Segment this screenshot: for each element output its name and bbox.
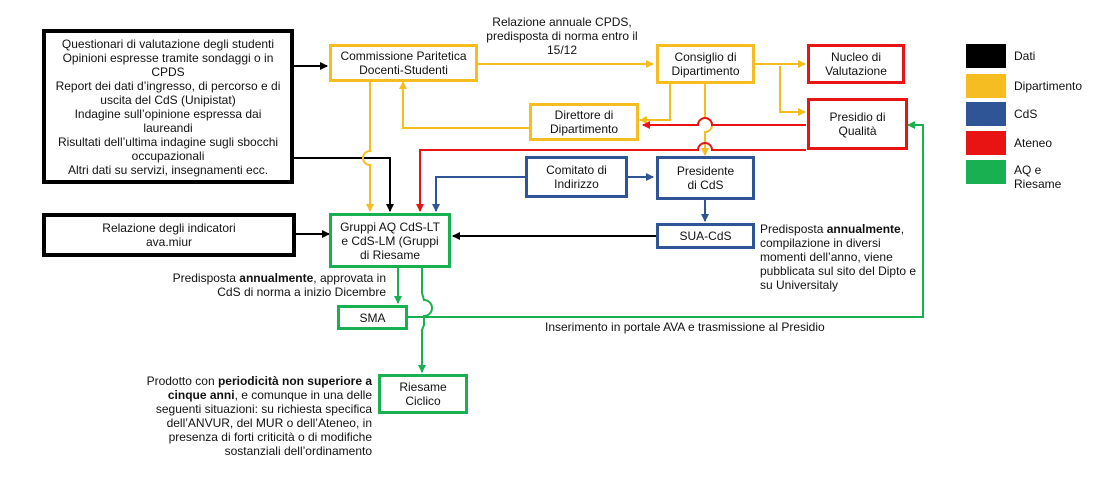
portale-note: Inserimento in portale AVA e trasmission…	[545, 320, 825, 334]
sources-box: Questionari di valutazione degli student…	[42, 29, 294, 184]
legend-swatch-dipartimento	[966, 74, 1006, 98]
legend-label-dati: Dati	[1014, 49, 1036, 63]
source-item: Risultati dell’ultima indagine sugli sbo…	[57, 134, 279, 163]
sua-box: SUA-CdS	[656, 223, 755, 249]
sua-note: Predisposta annualmente, compilazione in…	[760, 222, 917, 292]
sma-box: SMA	[337, 305, 408, 330]
arrow-direttore-to-cpds	[399, 81, 529, 129]
arrow-consiglio-to-presidio	[779, 66, 806, 116]
cpds-box: Commissione Paritetica Docenti-Studenti	[329, 44, 478, 82]
gruppi-box: Gruppi AQ CdS-LT e CdS-LM (Gruppi di Rie…	[329, 213, 451, 268]
arrow-sources-to-gruppi	[292, 157, 394, 212]
riesame-box: Riesame Ciclico	[378, 374, 468, 414]
consiglio-box: Consiglio di Dipartimento	[656, 44, 755, 84]
nucleo-box: Nucleo di Valutazione	[807, 44, 905, 84]
comitato-box: Comitato di Indirizzo	[525, 156, 628, 198]
legend-label-dipartimento: Dipartimento	[1014, 79, 1083, 93]
presidio-box: Presidio di Qualità	[807, 98, 908, 150]
arrow-gruppi-to-riesame	[418, 268, 433, 373]
source-item: Indagine sull’opinione espressa dai laur…	[74, 106, 262, 135]
source-item: Opinioni espresse tramite sondaggi o in …	[62, 50, 274, 79]
sma-note: Predisposta annualmente, approvata in Cd…	[172, 271, 386, 299]
arrow-presidio-to-direttore	[642, 117, 806, 129]
legend-swatch-aq-riesame	[966, 160, 1006, 184]
legend-label-aq-riesame: AQ e Riesame	[1014, 163, 1062, 191]
indicatori-box: Relazione degli indicatori ava.miur	[42, 213, 296, 257]
presidente-box: Presidente di CdS	[656, 156, 755, 200]
riesame-note: Prodotto con periodicità non superiore a…	[146, 374, 372, 458]
legend-label-cds: CdS	[1014, 107, 1038, 121]
arrow-presidio-to-gruppi	[416, 142, 806, 212]
source-item: Report dei dati d’ingresso, di percorso …	[55, 78, 281, 107]
legend-label-ateneo: Ateneo	[1014, 136, 1053, 150]
arrow-comitato-to-gruppi	[432, 176, 525, 212]
source-item: Questionari di valutazione degli student…	[61, 36, 275, 51]
arrow-cpds-to-gruppi	[362, 82, 374, 212]
legend-swatch-cds	[966, 102, 1006, 126]
cpds-relazione-note: Relazione annuale CPDS, predisposta di n…	[486, 15, 638, 57]
arrow-consiglio-to-direttore	[639, 84, 671, 124]
arrow-sma-to-presidio	[408, 121, 924, 318]
legend-swatch-dati	[966, 44, 1006, 68]
source-item: Altri dati su servizi, insegnamenti ecc.	[67, 162, 269, 177]
legend-swatch-ateneo	[966, 131, 1006, 155]
direttore-box: Direttore di Dipartimento	[529, 103, 639, 141]
